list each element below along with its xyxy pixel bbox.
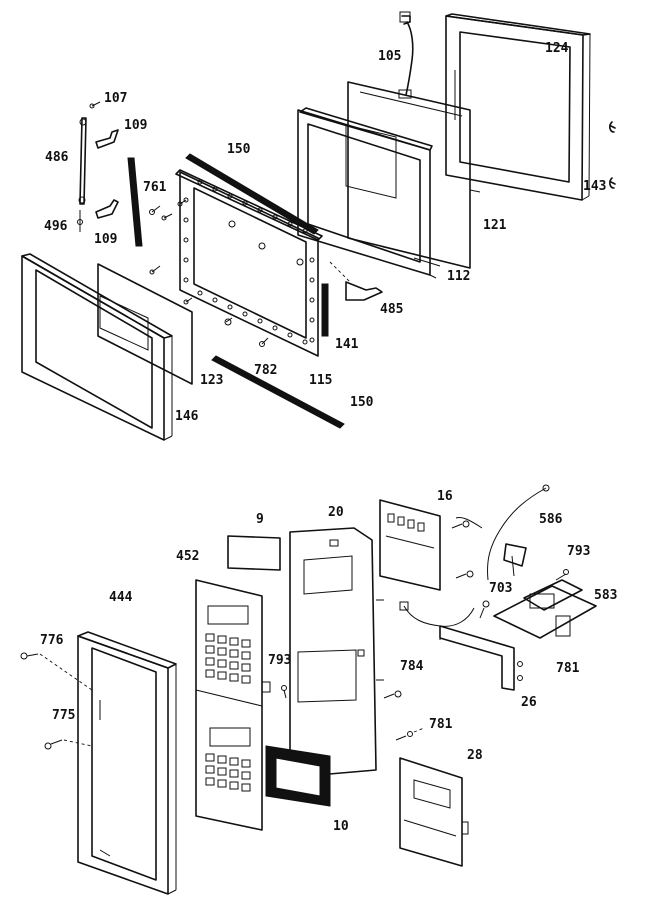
part-586-harness [399,484,550,627]
part-141-strip [321,283,329,337]
part-775-screw [44,739,93,750]
part-583-relay-board [493,543,597,639]
callout-115: 115 [309,373,333,388]
callout-141: 141 [335,337,359,352]
callout-776: 776 [40,633,64,648]
part-20-housing [289,527,384,777]
callout-26: 26 [521,695,537,710]
part-10-window [265,745,331,807]
screws-upper [89,101,269,347]
callout-583: 583 [594,588,618,603]
part-124-frame [445,13,591,201]
part-776-screw [20,652,93,691]
callout-109-upper: 109 [124,118,148,133]
callout-486: 486 [45,150,69,165]
part-703-screw [479,600,490,619]
part-105-cable [398,11,414,99]
part-strip-left [127,157,143,247]
callout-112: 112 [447,269,471,284]
callout-150-bottom: 150 [350,395,374,410]
part-28-board [399,757,469,867]
part-143-clips [609,121,616,189]
callout-775: 775 [52,708,76,723]
part-123-glass [97,263,193,385]
part-112-frame [297,107,441,279]
callout-782: 782 [254,363,278,378]
callout-28: 28 [467,748,483,763]
part-486-latch [77,117,87,232]
callout-9: 9 [256,512,264,527]
callout-586: 586 [539,512,563,527]
callout-124: 124 [545,41,569,56]
part-793-screw-a [281,685,287,699]
part-784-screw [383,690,402,699]
part-150-gasket-bottom [211,355,345,429]
callout-10: 10 [333,819,349,834]
callout-761: 761 [143,180,167,195]
part-150-gasket-top [185,153,319,235]
part-485-bracket [329,261,383,301]
part-444-trim [77,631,177,895]
callout-485: 485 [380,302,404,317]
part-781-screw [395,727,425,741]
callout-107: 107 [104,91,128,106]
part-16-display-board [379,499,474,591]
callout-16: 16 [437,489,453,504]
part-26-bracket [439,625,523,691]
callout-150-top: 150 [227,142,251,157]
part-146-door-frame [21,253,173,441]
callout-781-right: 781 [556,661,580,676]
callout-143: 143 [583,179,607,194]
callout-452: 452 [176,549,200,564]
part-121-glass [345,81,481,269]
callout-781-lower: 781 [429,717,453,732]
part-109-hook-lower [95,199,119,219]
callout-123: 123 [200,373,224,388]
part-9-label [227,535,281,571]
part-452-keypad [195,579,271,831]
callout-105: 105 [378,49,402,64]
part-115-choke-frame [175,169,323,357]
callout-121: 121 [483,218,507,233]
callout-146: 146 [175,409,199,424]
part-109-hook-upper [95,129,119,149]
callout-703: 703 [489,581,513,596]
callout-20: 20 [328,505,344,520]
callout-444: 444 [109,590,133,605]
callout-496: 496 [44,219,68,234]
callout-793-keypad: 793 [268,653,292,668]
callout-793-top: 793 [567,544,591,559]
callout-109-lower: 109 [94,232,118,247]
callout-784: 784 [400,659,424,674]
